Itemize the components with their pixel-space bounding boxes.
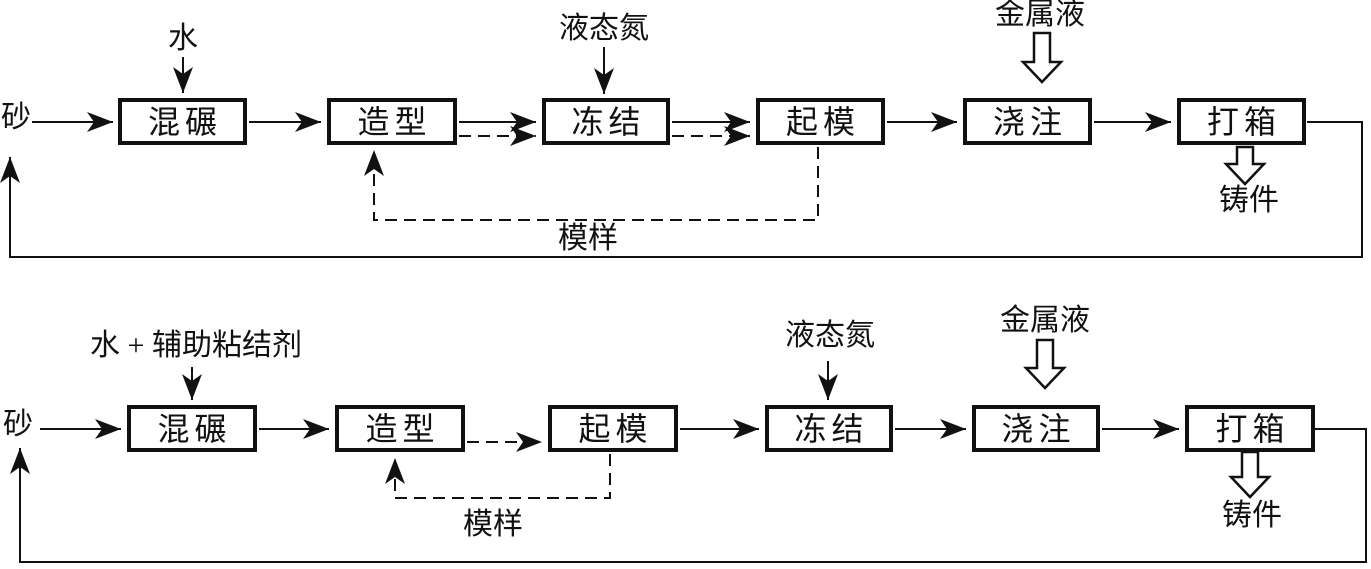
sand-recycle-loop-top xyxy=(0,121,1363,258)
water-label-top: 水 xyxy=(168,22,198,55)
casting-output-block-arrow-top xyxy=(1223,145,1267,186)
process-box-pouring-top: 浇注 xyxy=(963,98,1092,145)
process-box-mixing-top: 混碾 xyxy=(118,98,247,145)
pattern-label-top: 模样 xyxy=(558,222,618,255)
process-box-pouring-bottom: 浇注 xyxy=(972,405,1100,452)
metal-liquid-block-arrow-bottom xyxy=(1023,338,1067,390)
liquid-nitrogen-label-top: 液态氮 xyxy=(559,12,649,45)
metal-liquid-label-top: 金属液 xyxy=(995,0,1085,31)
process-box-molding-top: 造型 xyxy=(327,98,457,145)
pattern-return-loop-bottom xyxy=(385,454,611,499)
sand-label-top: 砂 xyxy=(1,101,31,134)
liquid-nitrogen-label-bottom: 液态氮 xyxy=(785,319,875,352)
casting-output-block-arrow-bottom xyxy=(1228,450,1272,499)
process-box-freezing-bottom: 冻结 xyxy=(765,405,893,452)
sand-recycle-loop-bottom xyxy=(9,428,1367,563)
metal-liquid-label-bottom: 金属液 xyxy=(1000,304,1090,337)
process-box-demolding-bottom: 起模 xyxy=(548,405,678,452)
metal-liquid-block-arrow-top xyxy=(1020,31,1064,84)
process-box-molding-bottom: 造型 xyxy=(335,405,465,452)
process-box-freezing-top: 冻结 xyxy=(542,98,670,145)
process-box-shakeout-top: 打箱 xyxy=(1177,98,1306,145)
casting-label-bottom: 铸件 xyxy=(1222,499,1282,532)
casting-label-top: 铸件 xyxy=(1219,184,1279,217)
water-binder-label: 水 + 辅助粘结剂 xyxy=(90,329,302,362)
process-box-mixing-bottom: 混碾 xyxy=(127,405,257,452)
process-box-shakeout-bottom: 打箱 xyxy=(1185,405,1315,452)
pattern-return-loop-top xyxy=(364,147,819,221)
sand-label-bottom: 砂 xyxy=(3,408,33,441)
pattern-label-bottom: 模样 xyxy=(463,508,523,541)
process-box-demolding-top: 起模 xyxy=(756,98,885,145)
